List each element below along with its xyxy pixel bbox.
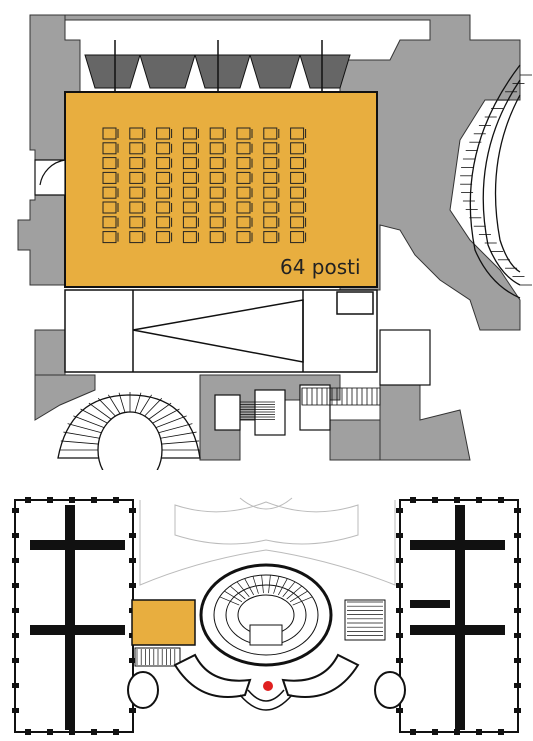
seat: [263, 201, 280, 214]
seat: [156, 201, 173, 214]
capacity-label: 64 posti: [280, 255, 361, 279]
seat: [290, 127, 307, 140]
seat: [182, 142, 199, 155]
seat: [129, 127, 146, 140]
seat: [236, 142, 253, 155]
seat: [156, 157, 173, 170]
seat: [290, 171, 307, 184]
seat: [182, 157, 199, 170]
seat: [236, 186, 253, 199]
left-wing-walls: [30, 505, 125, 730]
seat: [290, 201, 307, 214]
seat: [290, 186, 307, 199]
entrance: [239, 689, 293, 711]
seat: [129, 231, 146, 244]
seat: [102, 201, 119, 214]
seat: [129, 216, 146, 229]
seat: [236, 157, 253, 170]
seat: [129, 171, 146, 184]
seat: [209, 201, 226, 214]
seat: [209, 142, 226, 155]
seat: [182, 216, 199, 229]
seat: [290, 216, 307, 229]
right-wing-walls: [410, 505, 505, 730]
stair-hatching: [136, 575, 383, 665]
conference-room: [64, 91, 378, 288]
window-axes: [114, 40, 323, 95]
seat: [182, 186, 199, 199]
highlighted-room: [131, 599, 196, 646]
seat: [156, 142, 173, 155]
auditorium-seats: [460, 74, 532, 286]
central-auditorium: [199, 563, 333, 667]
seat: [102, 157, 119, 170]
building-location-map: [12, 497, 521, 735]
curved-corridors: [127, 653, 406, 709]
door-left: [34, 159, 66, 196]
seat: [209, 216, 226, 229]
seat: [290, 142, 307, 155]
courtyard: [139, 497, 396, 586]
seat: [209, 127, 226, 140]
staircase-steps: [60, 392, 200, 451]
seat: [263, 231, 280, 244]
seat: [129, 157, 146, 170]
auditorium-edge: [469, 64, 521, 299]
seating-grid: [102, 127, 307, 244]
seat: [156, 171, 173, 184]
seat: [209, 231, 226, 244]
seat: [263, 216, 280, 229]
spiral-staircase: [57, 394, 201, 470]
seat: [209, 171, 226, 184]
seat: [263, 142, 280, 155]
seat: [209, 157, 226, 170]
seat: [102, 231, 119, 244]
room-floor-plan: 64 posti: [17, 14, 532, 470]
seat: [129, 186, 146, 199]
seat: [236, 201, 253, 214]
seat: [263, 186, 280, 199]
service-room: [64, 289, 378, 373]
seat: [236, 127, 253, 140]
seat: [236, 231, 253, 244]
seat: [182, 231, 199, 244]
seat: [102, 142, 119, 155]
seat: [182, 201, 199, 214]
seat: [263, 157, 280, 170]
seat: [263, 171, 280, 184]
side-stairs: [134, 599, 386, 667]
straight-staircase: [240, 387, 381, 420]
window-bays: [84, 54, 351, 89]
seat: [290, 231, 307, 244]
seat: [156, 216, 173, 229]
seat: [156, 127, 173, 140]
seat: [182, 171, 199, 184]
seat: [129, 142, 146, 155]
seat: [156, 231, 173, 244]
seat: [129, 201, 146, 214]
seat: [263, 127, 280, 140]
seat: [236, 216, 253, 229]
seat: [102, 216, 119, 229]
seat: [182, 127, 199, 140]
seat: [102, 171, 119, 184]
seat: [209, 186, 226, 199]
seat: [156, 186, 173, 199]
you-are-here-marker: [263, 681, 273, 691]
seat: [102, 127, 119, 140]
small-rooms: [214, 329, 431, 436]
seat: [236, 171, 253, 184]
seat: [290, 157, 307, 170]
seat: [102, 186, 119, 199]
